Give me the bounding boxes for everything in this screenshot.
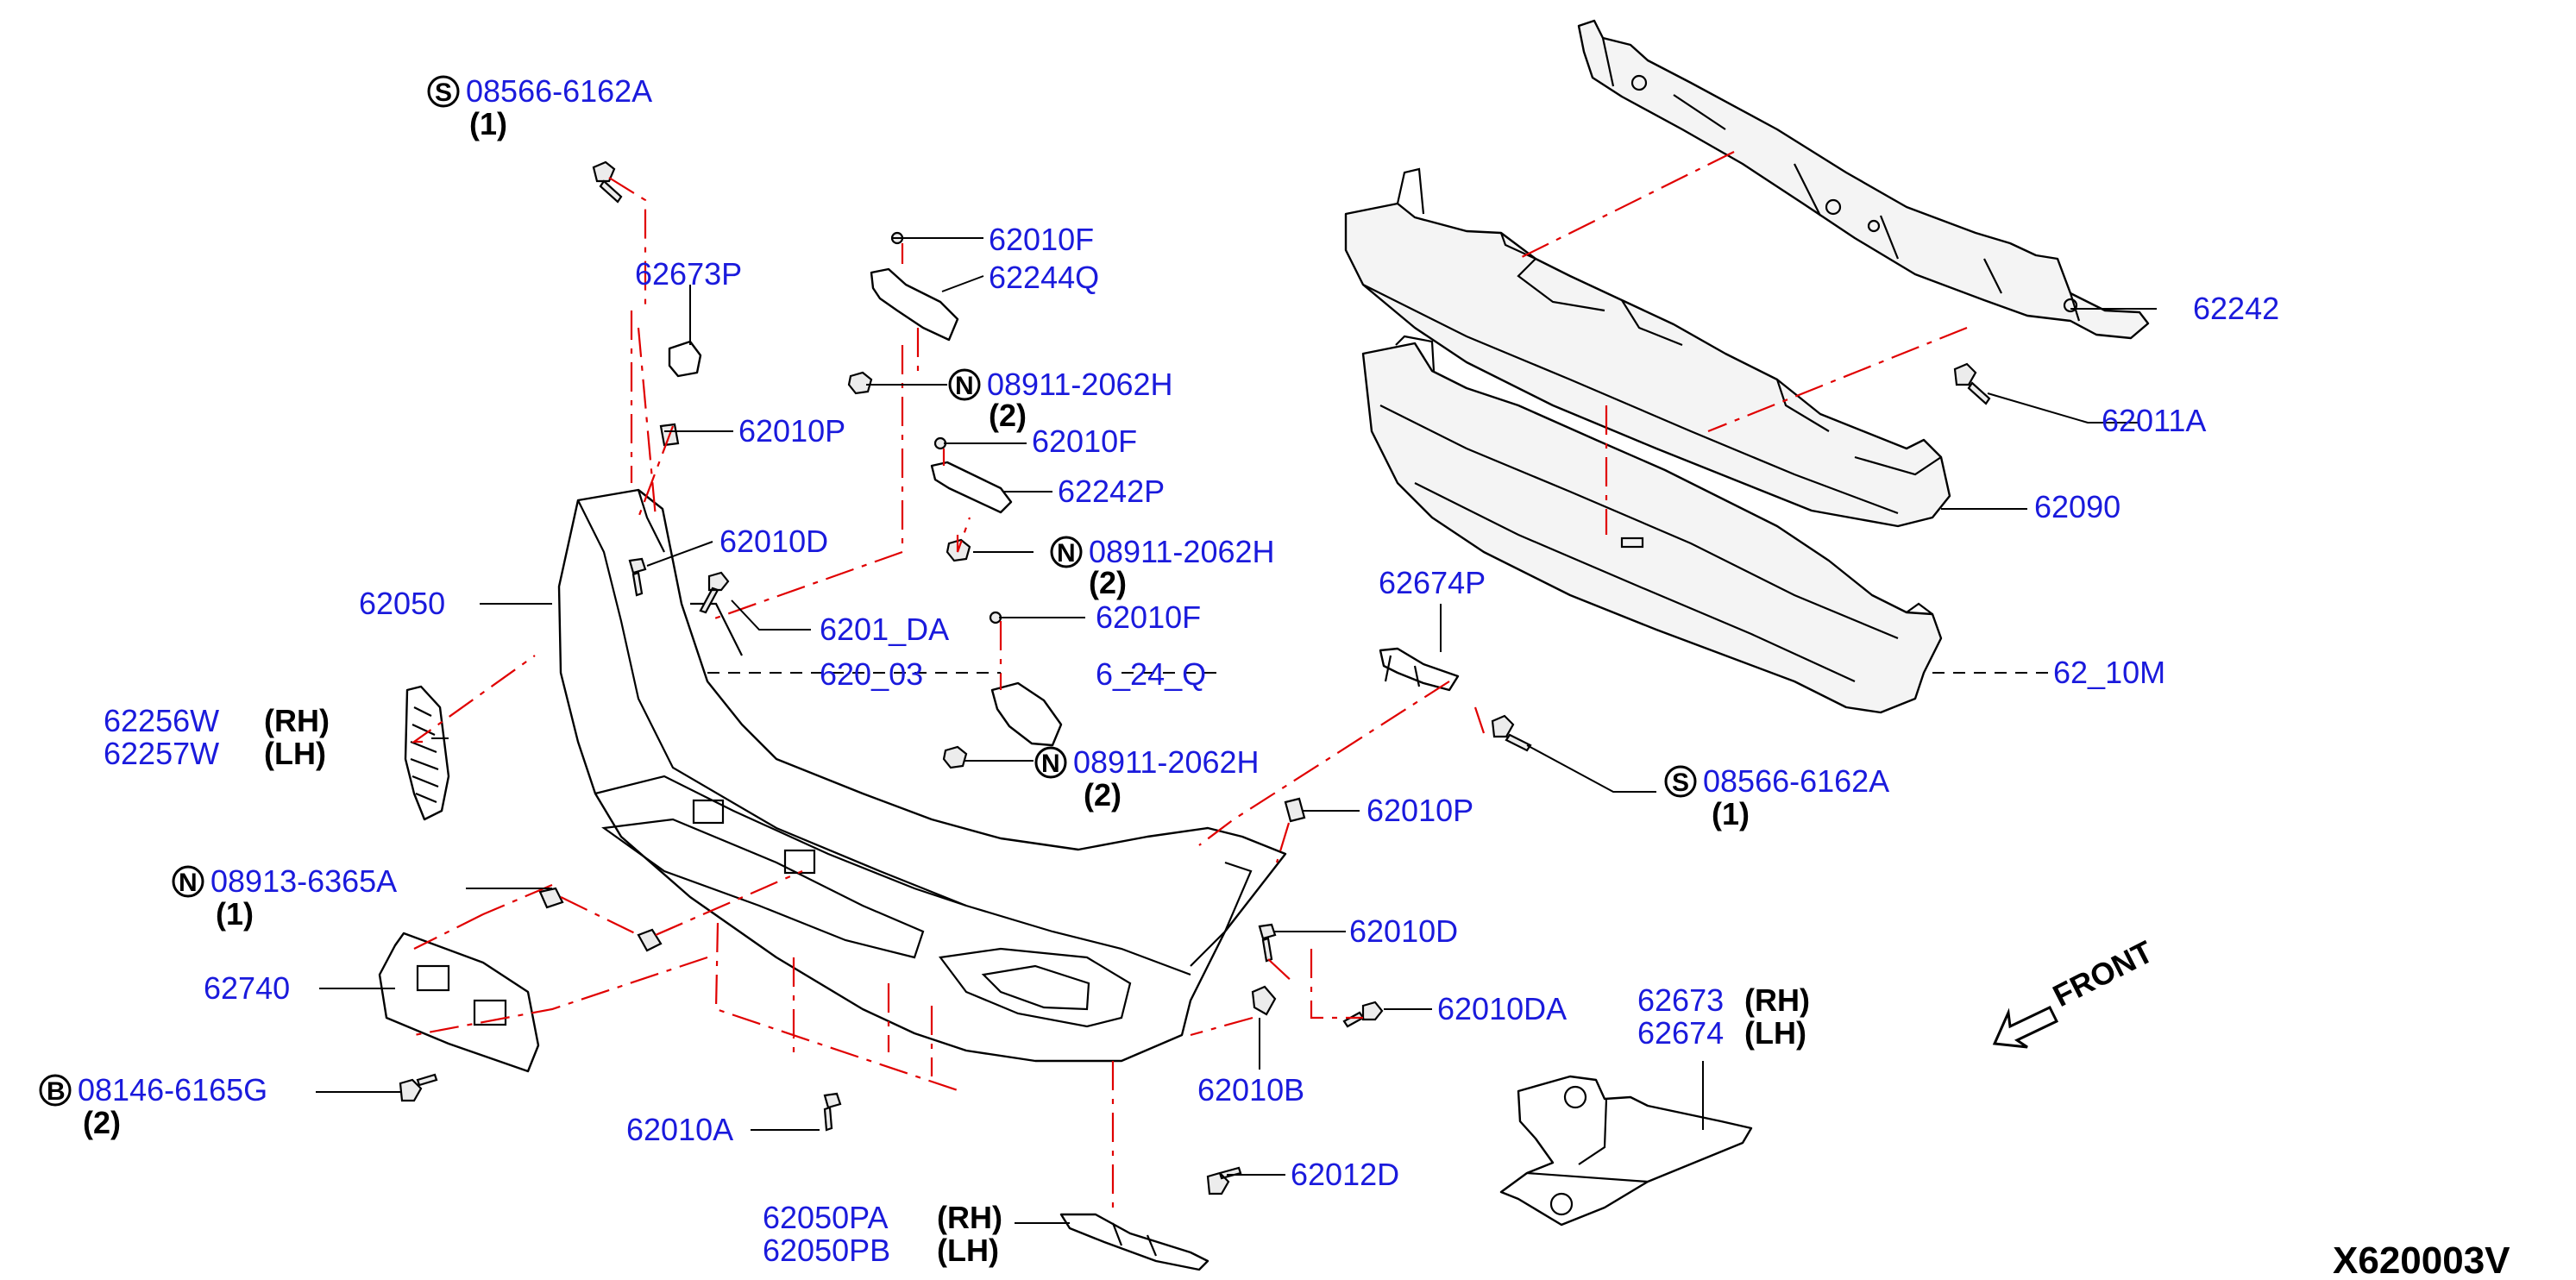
- label-62010P-2: 62010P: [1367, 793, 1473, 828]
- diagram-code: X620003V: [2333, 1239, 2510, 1280]
- label-62674: 62674: [1637, 1015, 1724, 1051]
- qty-62674: (LH): [1744, 1015, 1806, 1051]
- qty-08911-1: (2): [989, 398, 1027, 433]
- label-62674P: 62674P: [1379, 565, 1486, 600]
- nut-08911-1: [847, 371, 873, 395]
- bumper-reinforcement-62242: [1577, 19, 2150, 340]
- qty-08911-3: (2): [1084, 777, 1122, 813]
- label-62050PB: 62050PB: [763, 1233, 890, 1268]
- bolt-08146: [399, 1073, 438, 1102]
- clip-08913: [538, 887, 564, 909]
- label-62256W: 62256W: [104, 703, 219, 738]
- label-62010F-3: 62010F: [1096, 599, 1201, 635]
- label-62011A: 62011A: [2102, 403, 2206, 438]
- qty-62050PB: (LH): [937, 1233, 999, 1268]
- label-08911-2: 08911-2062H: [1089, 534, 1275, 569]
- svg-text:B: B: [47, 1077, 66, 1106]
- svg-text:N: N: [1041, 750, 1060, 778]
- label-62244Q-mid: 6_24_Q: [1096, 656, 1206, 692]
- symbol-s-icon: S: [1664, 765, 1697, 798]
- qty-08913: (1): [216, 896, 254, 932]
- moulding-62050PA: [1059, 1213, 1209, 1271]
- leader-lines: [316, 237, 2157, 1224]
- label-62010DA-1: 6201_DA: [820, 612, 949, 647]
- label-62257W: 62257W: [104, 736, 219, 771]
- screw-62010D-2: [1258, 923, 1277, 963]
- qty-62256W: (RH): [264, 703, 330, 738]
- screw-62010DA-1: [699, 571, 730, 614]
- label-62242P: 62242P: [1058, 474, 1165, 509]
- label-08566-right: 08566-6162A: [1703, 763, 1889, 799]
- svg-text:N: N: [179, 869, 198, 897]
- label-62010F-1: 62010F: [989, 222, 1094, 257]
- label-62244Q: 62244Q: [989, 260, 1099, 295]
- side-grille-62256W: [404, 685, 450, 821]
- label-62673P: 62673P: [635, 256, 742, 292]
- bracket-62242P: [930, 461, 1013, 514]
- symbol-n-icon: N: [1050, 536, 1083, 568]
- symbol-b-icon: B: [39, 1074, 72, 1107]
- label-62010B-mid: 620_03: [820, 656, 923, 692]
- front-label: FRONT: [2047, 933, 2158, 1013]
- label-62010F-2: 62010F: [1032, 424, 1137, 459]
- label-08911-3: 08911-2062H: [1073, 744, 1260, 780]
- qty-62673: (RH): [1744, 982, 1810, 1018]
- label-62090: 62090: [2034, 489, 2120, 524]
- label-08911-1: 08911-2062H: [987, 367, 1173, 402]
- qty-08911-2: (2): [1089, 565, 1127, 600]
- svg-text:N: N: [955, 372, 974, 400]
- qty-08566-top: (1): [469, 106, 507, 141]
- label-62010P-1: 62010P: [738, 413, 845, 449]
- clip-62010B: [1251, 985, 1277, 1016]
- qty-62050PA: (RH): [937, 1200, 1002, 1235]
- connection-lines: [411, 151, 1968, 1208]
- front-arrow-icon: [1992, 1006, 2059, 1049]
- svg-text:S: S: [1672, 769, 1689, 797]
- label-62242: 62242: [2193, 291, 2279, 326]
- label-62010D-2: 62010D: [1349, 913, 1458, 949]
- bolt-62011A: [1953, 362, 1991, 405]
- bolt-08566-right: [1491, 714, 1532, 752]
- label-62673: 62673: [1637, 982, 1724, 1018]
- energy-absorber-62090: [1344, 202, 1951, 528]
- svg-text:S: S: [435, 78, 452, 107]
- label-62210M: 62_10M: [2053, 655, 2165, 690]
- label-08146: 08146-6165G: [78, 1072, 267, 1107]
- symbol-s-icon: S: [427, 75, 460, 108]
- label-62012D: 62012D: [1291, 1157, 1399, 1192]
- bolt-62012D: [1206, 1166, 1242, 1195]
- label-08566-top: 08566-6162A: [466, 73, 652, 109]
- bracket-62244Q: [870, 267, 959, 342]
- symbol-n-icon: N: [1034, 746, 1067, 779]
- label-62740: 62740: [204, 970, 290, 1006]
- symbol-n-icon: N: [172, 865, 204, 898]
- label-62050: 62050: [359, 586, 445, 621]
- lower-absorber-62210M: [1361, 342, 1943, 714]
- bracket-lower-center: [990, 681, 1063, 747]
- nut-08911-3: [942, 745, 968, 769]
- label-08913: 08913-6365A: [210, 863, 397, 899]
- clip-62740-mount: [637, 928, 663, 952]
- bolt-62010A: [823, 1092, 842, 1132]
- screw-62010DA-2: [1342, 1001, 1384, 1028]
- bolt-08566-top: [592, 160, 623, 204]
- label-62010A: 62010A: [626, 1112, 733, 1147]
- qty-08566-right: (1): [1712, 796, 1750, 831]
- qty-62257W: (LH): [264, 736, 326, 771]
- license-bracket-62740: [378, 932, 540, 1073]
- symbol-n-icon: N: [948, 368, 981, 401]
- clip-62010P-2: [1284, 797, 1306, 823]
- clip-62673P: [668, 340, 702, 378]
- under-cover-plate-62673: [1499, 1075, 1753, 1227]
- qty-08146: (2): [83, 1105, 121, 1140]
- screw-62010D-1: [628, 557, 647, 597]
- label-62010D-1: 62010D: [719, 524, 828, 559]
- label-62050PA: 62050PA: [763, 1200, 888, 1235]
- svg-text:N: N: [1057, 539, 1076, 568]
- label-62010DA-2: 62010DA: [1437, 991, 1567, 1026]
- label-62010B: 62010B: [1197, 1072, 1304, 1107]
